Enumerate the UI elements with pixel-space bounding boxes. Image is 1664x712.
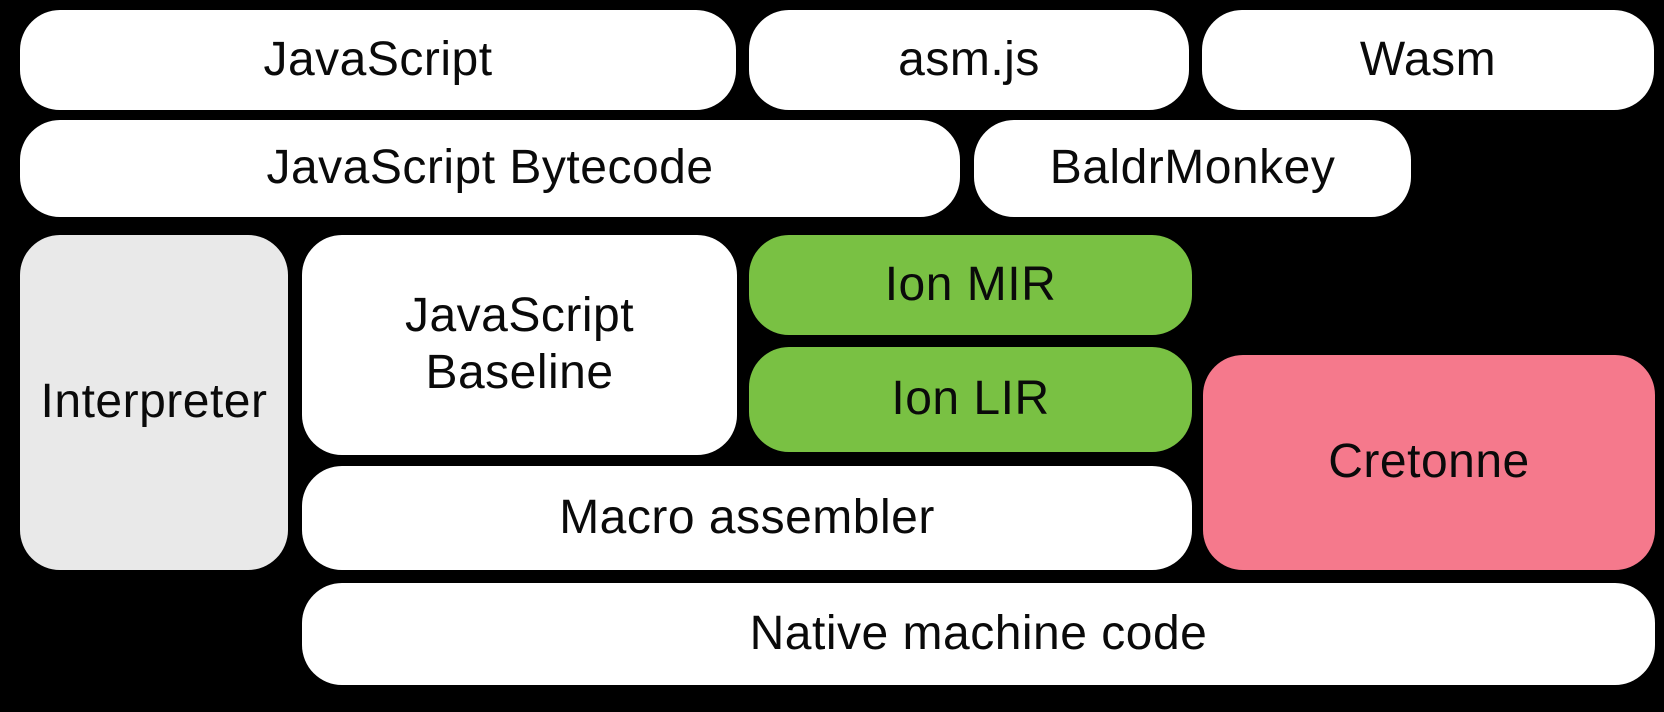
node-label-cretonne: Cretonne (1328, 435, 1530, 489)
node-native-machine-code: Native machine code (302, 583, 1655, 685)
node-javascript-baseline: JavaScript Baseline (302, 235, 737, 455)
node-label-native-machine-code: Native machine code (749, 606, 1208, 660)
node-ion-mir: Ion MIR (749, 235, 1192, 335)
node-interpreter: Interpreter (20, 235, 288, 570)
node-label-interpreter: Interpreter (40, 375, 268, 429)
node-cretonne: Cretonne (1203, 355, 1655, 570)
node-label-javascript: JavaScript (263, 32, 493, 86)
node-asmjs: asm.js (749, 10, 1189, 110)
node-baldrmonkey: BaldrMonkey (974, 120, 1411, 217)
node-wasm: Wasm (1202, 10, 1654, 110)
node-javascript: JavaScript (20, 10, 736, 110)
node-label-macro-assembler: Macro assembler (559, 490, 935, 544)
node-label-asmjs: asm.js (898, 32, 1040, 86)
node-label-ion-mir: Ion MIR (884, 257, 1057, 311)
node-label-javascript-bytecode: JavaScript Bytecode (266, 141, 714, 195)
node-label-wasm: Wasm (1359, 32, 1497, 86)
node-ion-lir: Ion LIR (749, 347, 1192, 452)
node-javascript-bytecode: JavaScript Bytecode (20, 120, 960, 217)
node-macro-assembler: Macro assembler (302, 466, 1192, 570)
node-label-javascript-baseline: JavaScript Baseline (404, 289, 635, 399)
node-label-ion-lir: Ion LIR (891, 372, 1050, 426)
node-label-baldrmonkey: BaldrMonkey (1049, 141, 1336, 195)
